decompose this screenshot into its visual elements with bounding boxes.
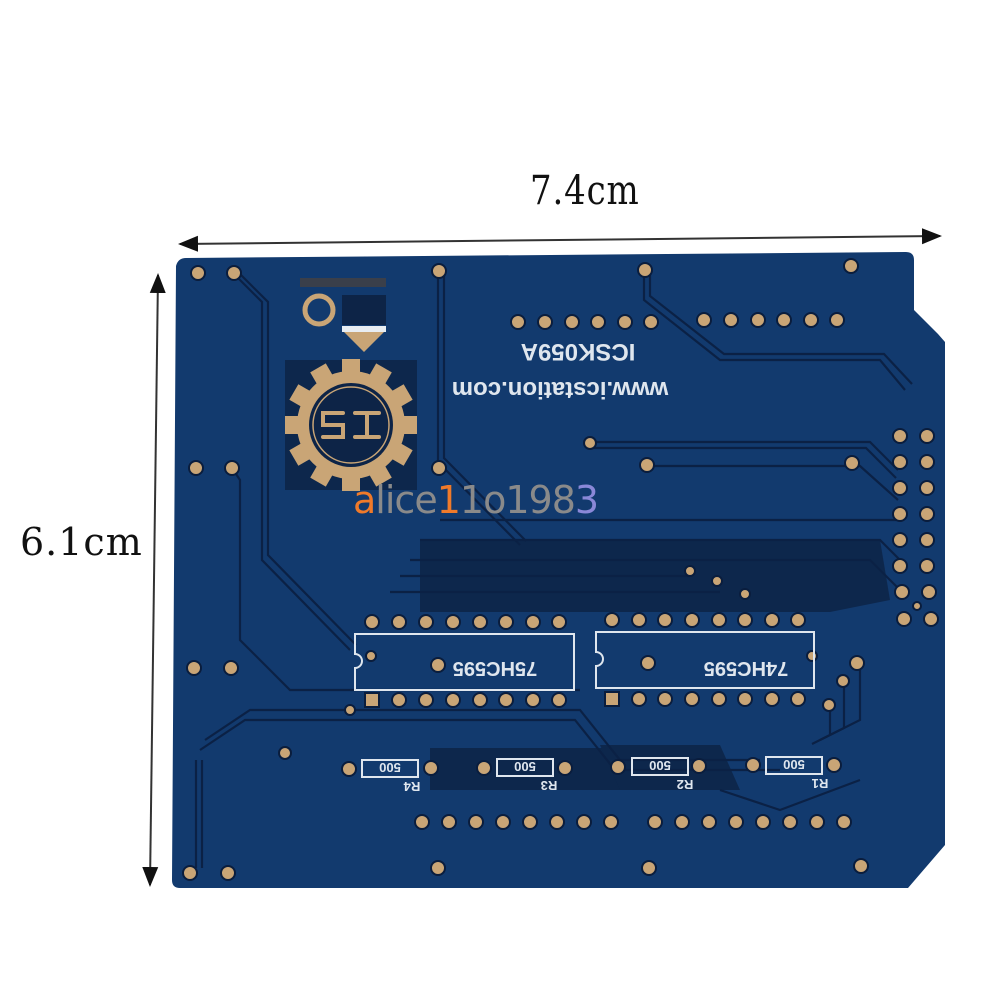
- watermark-char: 8: [551, 478, 576, 522]
- width-dimension-arrow: [178, 228, 942, 252]
- watermark-char: i: [384, 478, 396, 522]
- silkscreen-text: ICSK059A www.icstation.com 75HC595 74HC5…: [379, 338, 828, 794]
- watermark-char: 1: [459, 478, 484, 522]
- resistor-value-r2: 500: [649, 758, 671, 773]
- resistor-value-r1: 500: [783, 757, 805, 772]
- watermark: alice11o1983: [353, 478, 599, 522]
- copper-traces: [194, 270, 913, 868]
- resistor-value-r4: 500: [379, 760, 401, 775]
- watermark-char: c: [394, 478, 415, 522]
- height-dimension-label: 6.1cm: [20, 520, 143, 564]
- width-dimension-label: 7.4cm: [530, 168, 640, 214]
- ic-label-right: 74HC595: [704, 657, 789, 679]
- ic-outlines: [354, 631, 815, 691]
- watermark-char: a: [353, 478, 376, 522]
- product-code: ICSK059A: [521, 338, 636, 365]
- watermark-char: e: [414, 478, 437, 522]
- ic-75hc595-pads: [364, 614, 567, 708]
- polarity-marker: [300, 278, 386, 352]
- resistor-ref-r3: R3: [541, 778, 558, 793]
- gear-si-logo-icon: [285, 359, 417, 491]
- ic-label-left: 75HC595: [453, 657, 538, 679]
- solder-pads: [182, 258, 939, 881]
- resistor-ref-r4: R4: [403, 779, 420, 794]
- watermark-char: o: [483, 478, 506, 522]
- watermark-char: l: [375, 478, 386, 522]
- resistor-pads: [341, 757, 842, 777]
- ic-74hc595-pads: [604, 612, 818, 707]
- resistor-ref-r2: R2: [677, 777, 694, 792]
- bottom-header-pads: [414, 814, 852, 830]
- resistor-value-r3: 500: [514, 759, 536, 774]
- watermark-char: 3: [574, 478, 599, 522]
- watermark-char: 1: [505, 478, 529, 522]
- watermark-char: 9: [528, 478, 553, 522]
- resistor-ref-r1: R1: [812, 776, 829, 791]
- resistor-outlines: [361, 756, 823, 778]
- website-label: www.icstation.com: [452, 376, 669, 403]
- watermark-char: 1: [436, 478, 461, 522]
- height-dimension-arrow: [142, 273, 166, 887]
